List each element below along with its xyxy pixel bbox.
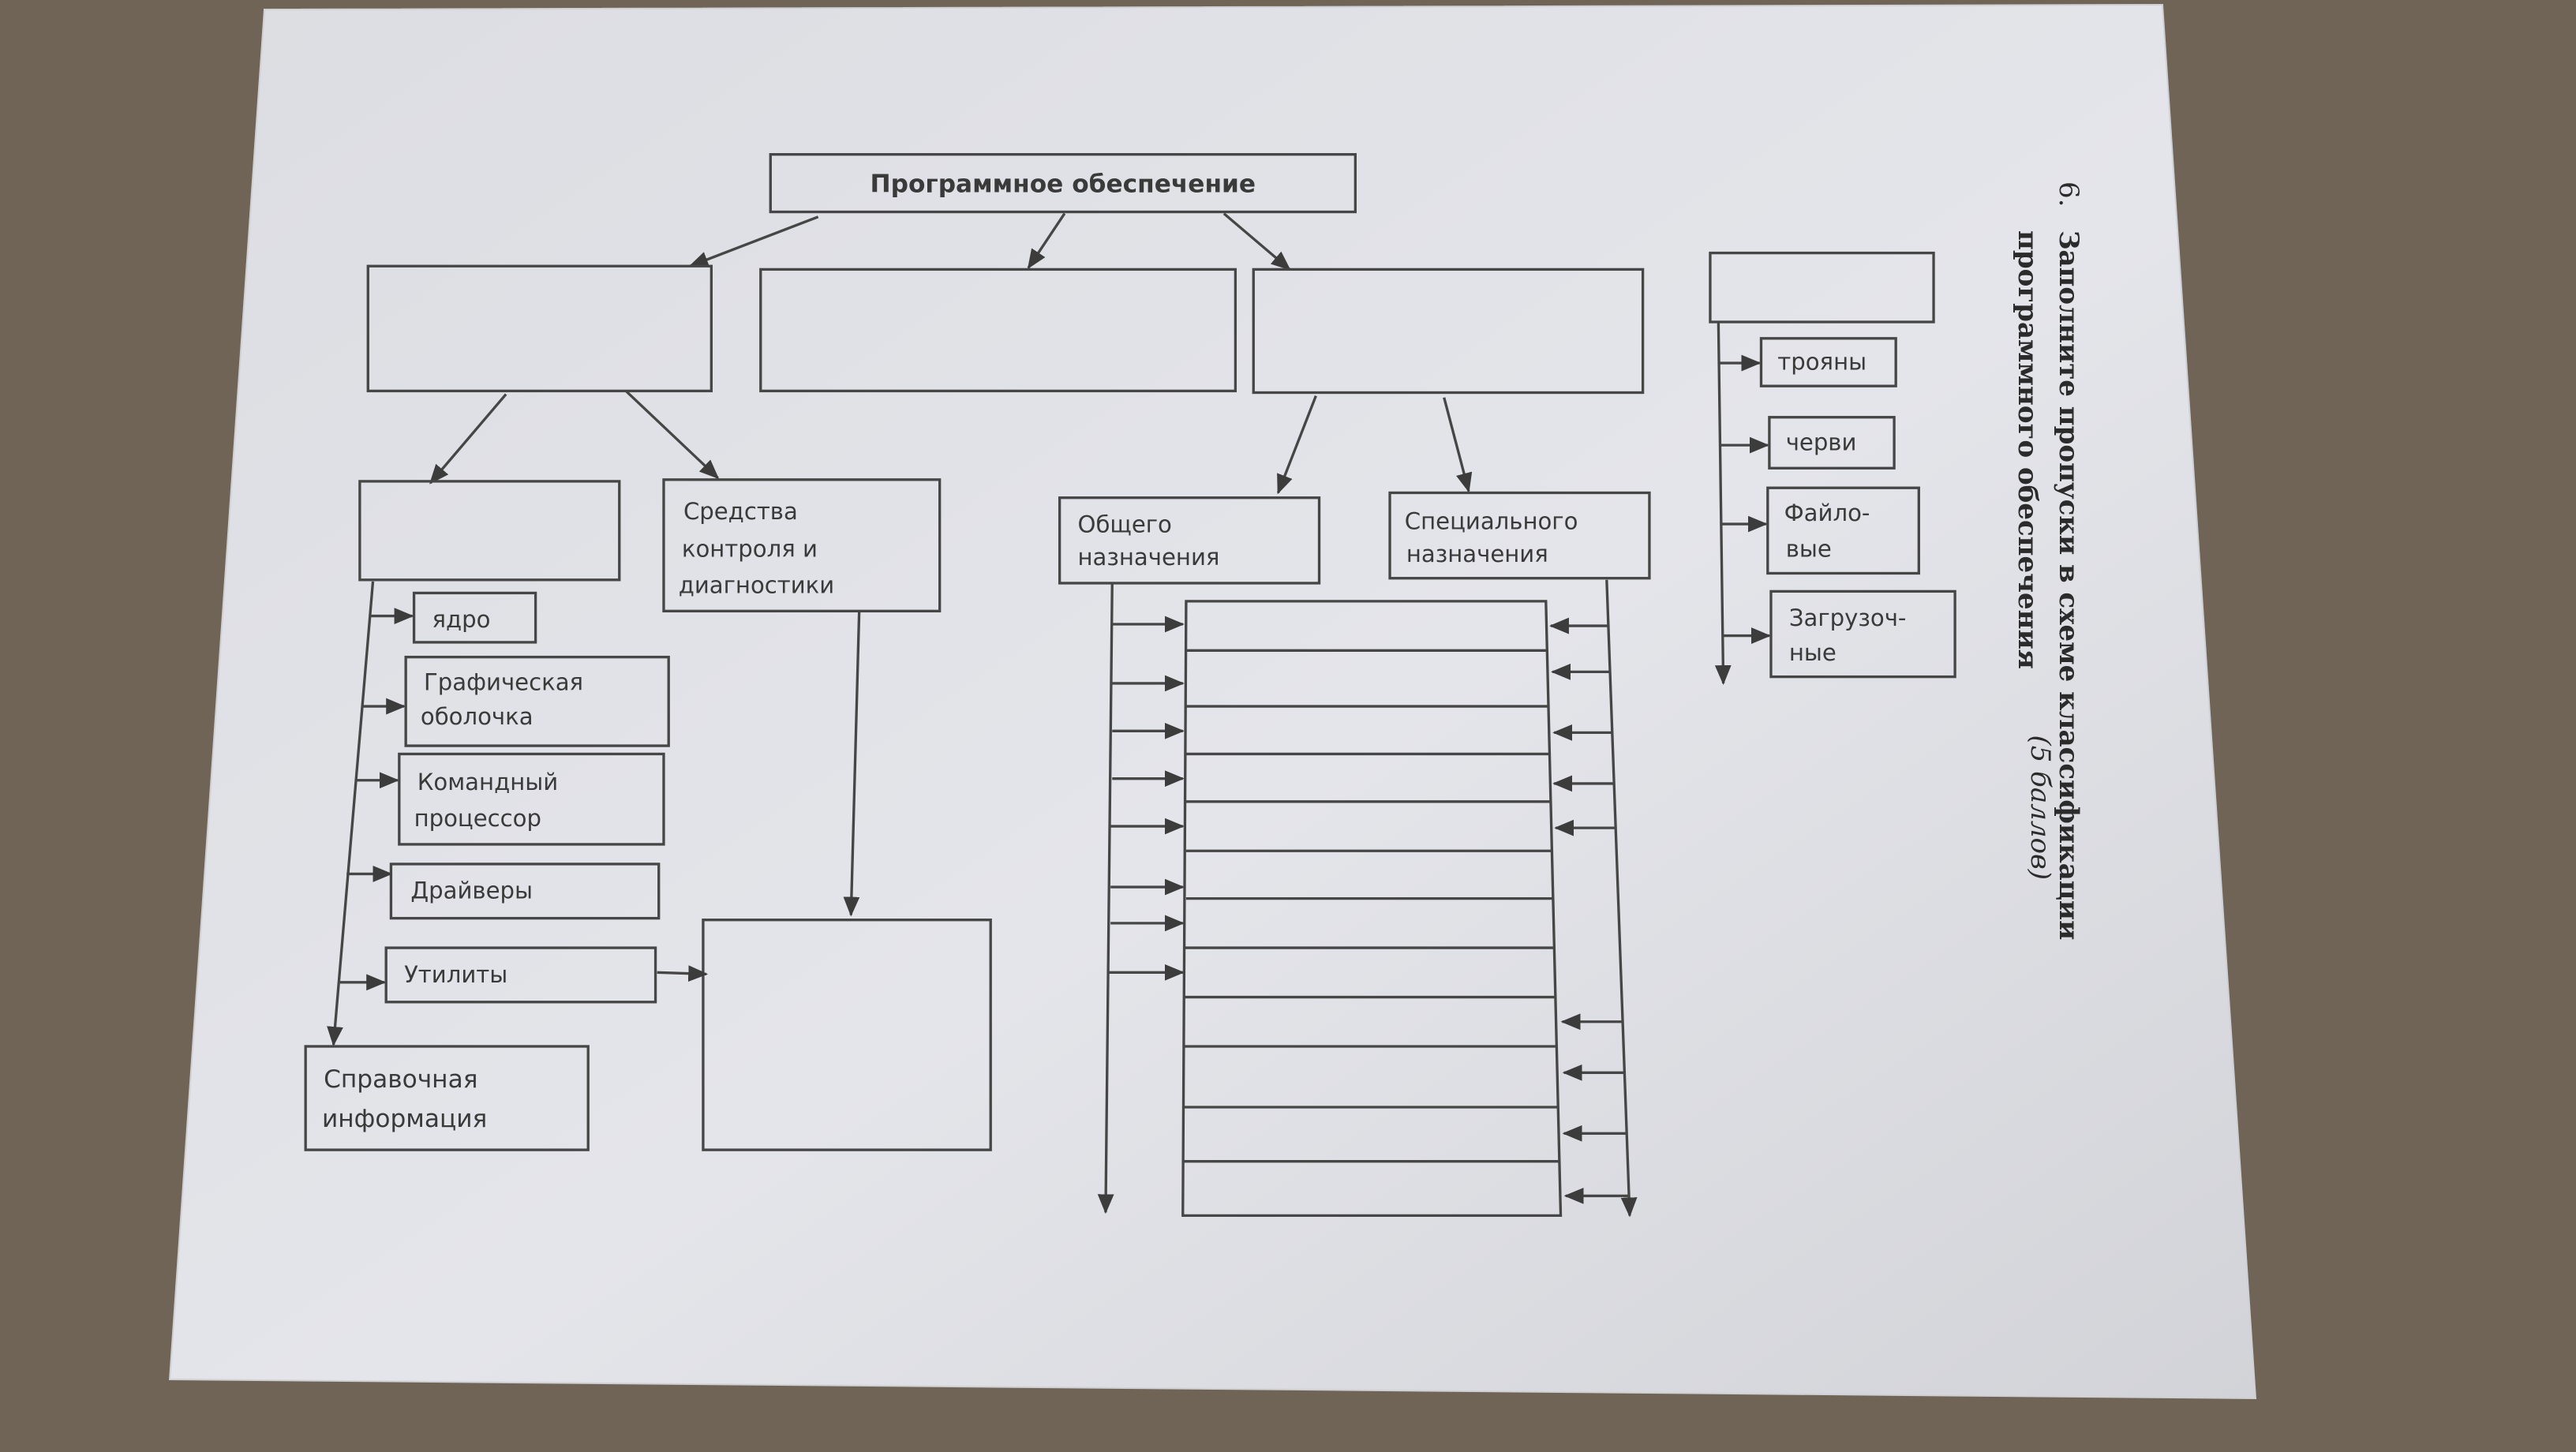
blank-box-application-software[interactable] bbox=[1252, 268, 1645, 395]
application-list-rows bbox=[1182, 649, 1559, 1163]
file-viruses-box bbox=[1766, 486, 1920, 575]
boot-label-line2: ные bbox=[1789, 639, 1837, 666]
arrow-root-right bbox=[1222, 212, 1291, 271]
trojans-label: трояны bbox=[1777, 348, 1866, 375]
arrow-to-control bbox=[624, 390, 720, 480]
task-number: 6. bbox=[2053, 182, 2084, 207]
file-label-line2: вые bbox=[1786, 536, 1832, 563]
control-label-line3: диагностики bbox=[679, 571, 835, 598]
general-label-line1: Общего bbox=[1078, 511, 1172, 537]
special-branch-arrows bbox=[1548, 617, 1628, 1204]
application-list-table bbox=[1181, 600, 1563, 1218]
control-label-line2: контроля и bbox=[682, 536, 818, 563]
arrow-control-down bbox=[843, 611, 861, 917]
reference-label-line1: Справочная bbox=[324, 1065, 477, 1094]
drivers-label: Драйверы bbox=[410, 878, 533, 904]
gui-label-line2: оболочка bbox=[421, 703, 534, 730]
malware-spine-line bbox=[1714, 321, 1732, 686]
reference-box bbox=[304, 1045, 590, 1151]
root-box bbox=[769, 153, 1357, 214]
cmd-label-line2: процессор bbox=[414, 805, 541, 832]
special-label-line2: назначения bbox=[1406, 541, 1548, 567]
kernel-box bbox=[412, 591, 537, 644]
reference-label-line2: информация bbox=[322, 1105, 487, 1133]
arrow-to-special bbox=[1443, 397, 1473, 493]
kernel-label: ядро bbox=[432, 606, 490, 633]
os-spine-line bbox=[327, 581, 375, 1046]
arrow-utilities-to-box bbox=[657, 965, 709, 982]
arrow-root-left bbox=[688, 215, 819, 268]
blank-box-control-result[interactable] bbox=[702, 919, 992, 1151]
general-spine-line bbox=[1097, 582, 1114, 1214]
utilities-box bbox=[384, 946, 657, 1004]
general-purpose-box bbox=[1058, 496, 1321, 585]
worms-box bbox=[1768, 416, 1896, 470]
paper-sheet bbox=[168, 3, 2257, 1400]
control-label-line1: Средства bbox=[683, 498, 798, 525]
arrow-to-general bbox=[1276, 395, 1317, 495]
blank-box-programming-systems[interactable] bbox=[759, 268, 1237, 393]
classification-diagram: Программное обеспечение Средства контрол… bbox=[304, 153, 1956, 1218]
task-title-line2: программного обеспечения bbox=[2012, 230, 2043, 669]
blank-box-malware[interactable] bbox=[1709, 251, 1935, 324]
blank-box-system-software[interactable] bbox=[366, 264, 713, 393]
task-title-line1: Заполните пропуски в схеме классификации bbox=[2053, 230, 2084, 940]
root-label: Программное обеспечение bbox=[870, 170, 1256, 199]
boot-viruses-box bbox=[1769, 589, 1956, 679]
utilities-label: Утилиты bbox=[404, 961, 507, 988]
general-label-line2: назначения bbox=[1078, 544, 1220, 571]
arrow-to-os bbox=[429, 393, 507, 485]
cmd-box bbox=[398, 752, 665, 846]
special-spine-line bbox=[1605, 579, 1638, 1218]
file-label-line1: Файло- bbox=[1784, 500, 1870, 526]
task-heading: 6. Заполните пропуски в схеме классифика… bbox=[2012, 182, 2084, 940]
drivers-box bbox=[389, 863, 661, 920]
cmd-label-line1: Командный bbox=[417, 769, 558, 795]
task-points: (5 баллов) bbox=[2024, 735, 2056, 880]
boot-label-line1: Загрузоч- bbox=[1789, 604, 1907, 631]
trojans-box bbox=[1759, 337, 1897, 387]
blank-box-operating-system[interactable] bbox=[358, 480, 621, 582]
general-branch-arrows bbox=[1109, 616, 1185, 981]
control-diagnostics-box bbox=[662, 478, 942, 613]
gui-label-line1: Графическая bbox=[424, 668, 583, 695]
worms-label: черви bbox=[1786, 428, 1857, 455]
special-label-line1: Специального bbox=[1405, 507, 1578, 534]
arrow-root-middle bbox=[1027, 212, 1066, 270]
gui-box bbox=[404, 655, 670, 747]
special-purpose-box bbox=[1388, 491, 1651, 580]
